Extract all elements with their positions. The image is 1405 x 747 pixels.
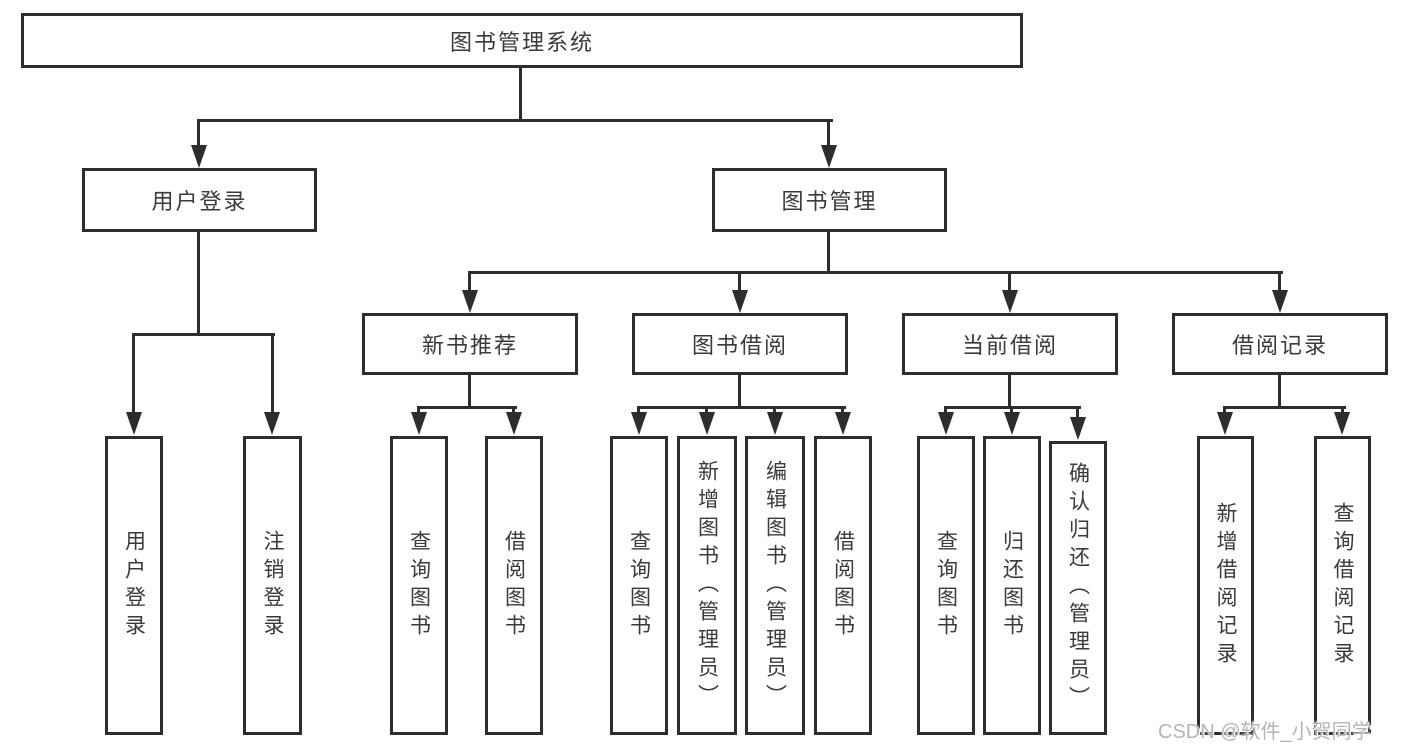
node-library-system-label: 图书管理系统 bbox=[449, 29, 594, 55]
connector-line bbox=[841, 406, 844, 415]
arrow-down-icon bbox=[938, 412, 954, 435]
node-borrow-record: 借阅记录 bbox=[1172, 313, 1388, 375]
connector-line bbox=[827, 119, 830, 151]
connector-line bbox=[132, 333, 275, 336]
leaf-confirm-return-admin-label: 确认归还（管理员） bbox=[1066, 462, 1090, 714]
arrow-down-icon bbox=[821, 145, 837, 168]
connector-line bbox=[132, 333, 135, 415]
arrow-down-icon bbox=[506, 412, 522, 435]
leaf-borrow-book: 借阅图书 bbox=[814, 436, 872, 735]
leaf-logout: 注销登录 bbox=[243, 436, 302, 735]
csdn-watermark: CSDN @软件_小贺同学 bbox=[1158, 721, 1372, 743]
leaf-query-book-recommend-label: 查询图书 bbox=[407, 529, 431, 642]
leaf-confirm-return-admin: 确认归还（管理员） bbox=[1049, 441, 1107, 735]
connector-line bbox=[1010, 406, 1013, 415]
leaf-return-book: 归还图书 bbox=[983, 436, 1041, 735]
connector-line bbox=[637, 406, 846, 409]
connector-line bbox=[1341, 406, 1344, 415]
arrow-down-icon bbox=[835, 412, 851, 435]
arrow-down-icon bbox=[1217, 412, 1233, 435]
leaf-logout-label: 注销登录 bbox=[261, 529, 284, 642]
leaf-edit-book-admin: 编辑图书（管理员） bbox=[745, 436, 805, 735]
connector-line bbox=[705, 406, 708, 415]
node-current-borrow-label: 当前借阅 bbox=[961, 333, 1058, 358]
connector-line bbox=[271, 333, 274, 415]
arrow-down-icon bbox=[462, 290, 478, 313]
node-borrow-record-label: 借阅记录 bbox=[1231, 333, 1328, 358]
connector-line bbox=[637, 406, 640, 415]
connector-line bbox=[1008, 374, 1011, 409]
arrow-down-icon bbox=[732, 290, 748, 313]
connector-line bbox=[738, 374, 741, 409]
node-book-management: 图书管理 bbox=[712, 168, 947, 232]
connector-line bbox=[773, 406, 776, 415]
leaf-add-book-admin-label: 新增图书（管理员） bbox=[695, 459, 719, 712]
leaf-edit-book-admin-label: 编辑图书（管理员） bbox=[763, 459, 787, 712]
connector-line bbox=[1076, 406, 1079, 420]
leaf-return-book-label: 归还图书 bbox=[1000, 529, 1024, 642]
leaf-add-book-admin: 新增图书（管理员） bbox=[677, 436, 737, 735]
leaf-add-borrow-record-label: 新增借阅记录 bbox=[1214, 501, 1237, 670]
connector-line bbox=[1278, 374, 1281, 409]
leaf-query-borrow-record: 查询借阅记录 bbox=[1314, 436, 1371, 735]
connector-line bbox=[1223, 406, 1346, 409]
connector-line bbox=[417, 406, 517, 409]
node-current-borrow: 当前借阅 bbox=[902, 313, 1118, 375]
connector-line bbox=[468, 374, 471, 409]
leaf-borrow-book-recommend: 借阅图书 bbox=[485, 436, 543, 735]
connector-line bbox=[197, 119, 833, 122]
arrow-down-icon bbox=[126, 412, 142, 435]
connector-line bbox=[1223, 406, 1226, 415]
leaf-user-login: 用户登录 bbox=[105, 436, 163, 735]
leaf-query-borrow-record-label: 查询借阅记录 bbox=[1331, 501, 1354, 670]
connector-line bbox=[197, 119, 200, 151]
arrow-down-icon bbox=[1004, 412, 1020, 435]
leaf-borrow-book-label: 借阅图书 bbox=[831, 529, 855, 642]
connector-line bbox=[1278, 271, 1281, 293]
arrow-down-icon bbox=[1334, 412, 1350, 435]
arrow-down-icon bbox=[1070, 417, 1086, 440]
connector-line bbox=[827, 232, 830, 274]
connector-line bbox=[944, 406, 947, 415]
arrow-down-icon bbox=[699, 412, 715, 435]
arrow-down-icon bbox=[264, 412, 280, 435]
connector-line bbox=[417, 406, 420, 415]
node-book-borrow-label: 图书借阅 bbox=[691, 333, 788, 358]
leaf-user-login-label: 用户登录 bbox=[122, 529, 146, 642]
leaf-query-book-current-label: 查询图书 bbox=[934, 529, 958, 642]
connector-line bbox=[197, 232, 200, 336]
node-new-book-recommend: 新书推荐 bbox=[362, 313, 578, 375]
node-library-system: 图书管理系统 bbox=[21, 13, 1023, 68]
arrow-down-icon bbox=[1002, 290, 1018, 313]
connector-line bbox=[1008, 271, 1011, 293]
arrow-down-icon bbox=[191, 145, 207, 168]
connector-line bbox=[512, 406, 515, 415]
connector-line bbox=[738, 271, 741, 293]
arrow-down-icon bbox=[631, 412, 647, 435]
leaf-borrow-book-recommend-label: 借阅图书 bbox=[502, 529, 526, 642]
node-user-login-label: 用户登录 bbox=[151, 189, 248, 214]
leaf-add-borrow-record: 新增借阅记录 bbox=[1197, 436, 1254, 735]
leaf-query-book-borrow-label: 查询图书 bbox=[627, 529, 651, 642]
node-new-book-recommend-label: 新书推荐 bbox=[421, 333, 518, 358]
leaf-query-book-recommend: 查询图书 bbox=[390, 436, 448, 735]
connector-line bbox=[468, 271, 471, 293]
node-user-login: 用户登录 bbox=[82, 168, 317, 232]
connector-line bbox=[468, 271, 1283, 274]
leaf-query-book-current: 查询图书 bbox=[917, 436, 975, 735]
leaf-query-book-borrow: 查询图书 bbox=[610, 436, 668, 735]
connector-line bbox=[519, 68, 522, 122]
arrow-down-icon bbox=[411, 412, 427, 435]
node-book-borrow: 图书借阅 bbox=[632, 313, 848, 375]
node-book-management-label: 图书管理 bbox=[781, 189, 878, 214]
arrow-down-icon bbox=[1272, 290, 1288, 313]
arrow-down-icon bbox=[767, 412, 783, 435]
